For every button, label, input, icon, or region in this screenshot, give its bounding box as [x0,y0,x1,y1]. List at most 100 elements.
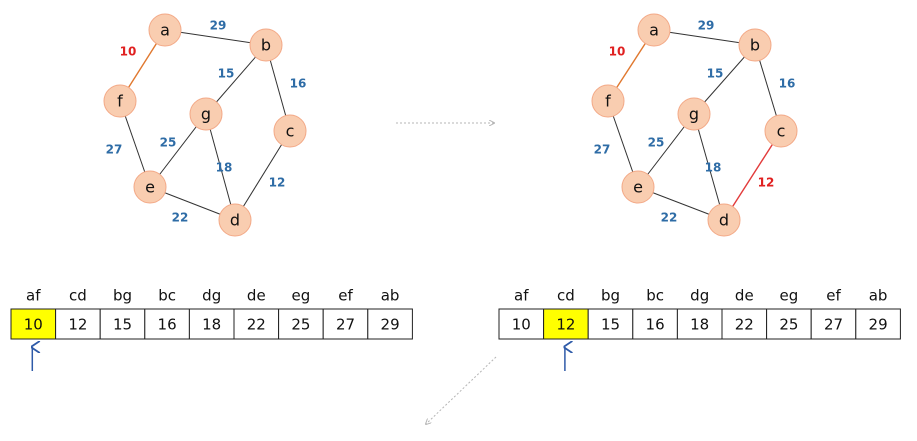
edge-ab [164,29,267,46]
graph-right: a b c d e f g 29 10 15 16 27 25 18 12 22 [591,13,798,237]
table-cell-value: 18 [690,316,709,334]
table-cell-value: 29 [381,316,400,334]
table-header-cell: dg [690,287,709,305]
table-cell-highlighted [10,308,57,340]
edge-weight-label: 16 [779,77,796,91]
table-cell-value: 15 [113,316,132,334]
table-header-cell: eg [780,287,799,305]
table-cell-value: 27 [824,316,843,334]
node-label: a [160,21,170,40]
edge-weight-label: 12 [758,176,775,190]
table-cell-value: 18 [202,316,221,334]
table-header-cell: af [26,287,41,305]
table-cell [721,308,768,340]
node-b [249,28,283,62]
node-a [637,13,671,47]
node-label: e [633,178,643,197]
table-cell-value: 10 [512,316,531,334]
edge-gd [693,113,725,221]
node-label: f [117,92,123,111]
edge-weight-label: 10 [120,45,137,59]
table-cell-value: 12 [68,316,87,334]
edge-weight-label: 15 [707,67,724,81]
table-cell-highlighted [543,308,589,340]
table-cell-value: 22 [247,316,266,334]
table-cell-value: 25 [291,316,310,334]
edge-weight-label: 27 [594,143,611,157]
edge-cd [723,130,782,221]
node-label: c [777,122,786,141]
table-cell [99,308,146,340]
node-e [621,170,655,204]
edge-weight-label: 25 [648,136,665,150]
table-header-cell: bc [646,287,664,305]
node-label: g [689,105,699,124]
edge-weight-label: 27 [106,143,123,157]
table-cell [144,308,190,340]
node-c [764,114,798,148]
table-cell-value: 16 [158,316,177,334]
table-header-cell: bg [601,287,620,305]
table-header-cell: af [514,287,529,305]
table-header-cell: ef [338,287,353,305]
node-label: b [750,36,760,55]
node-e [133,170,167,204]
table-cell [367,308,413,340]
table-cell-value: 12 [556,316,575,334]
table-header-cell: de [735,287,754,305]
table-header-cell: bc [158,287,176,305]
edge-weight-label: 22 [172,211,189,225]
edge-weight-label: 29 [210,19,227,33]
table-cell-value: 27 [336,316,355,334]
node-c [273,114,307,148]
table-header-cell: bg [113,287,132,305]
table-cell-value: 16 [646,316,665,334]
dashed-arrow-down-left [426,356,497,424]
node-label: e [145,178,155,197]
node-f [103,84,137,118]
edge-gd [205,113,236,221]
table-cell-value: 15 [601,316,620,334]
table-cell-value: 29 [869,316,888,334]
table-cell [587,308,634,340]
table-header-cell: dg [202,287,221,305]
node-label: b [261,36,271,55]
table-cell [188,308,235,340]
edge-weight-label: 22 [661,211,678,225]
node-g [189,97,223,131]
edge-weight-label: 29 [698,19,715,33]
table-header-cell: ab [381,287,400,305]
node-g [677,97,711,131]
node-b [738,28,772,62]
node-a [148,13,182,47]
edge-weight-label: 18 [216,161,233,175]
node-label: c [286,122,295,141]
table-cell-value: 22 [735,316,754,334]
table-header-cell: cd [557,287,575,305]
node-label: d [719,211,729,230]
edge-weight-label: 16 [290,77,307,91]
table-cell-value: 10 [24,316,43,334]
edge-ab [653,29,756,46]
table-header-cell: ab [869,287,888,305]
edge-weight-label: 10 [609,45,626,59]
node-d [218,203,252,237]
edge-weight-label: 15 [218,67,235,81]
table-header-cell: cd [69,287,87,305]
edge-weight-label: 18 [705,161,722,175]
node-f [591,84,625,118]
table-header-cell: ef [826,287,841,305]
table-cell [855,308,901,340]
node-label: d [230,211,240,230]
edge-cd [234,130,291,221]
node-label: f [605,92,611,111]
table-header-cell: de [247,287,266,305]
edge-weight-label: 25 [160,136,177,150]
node-label: a [649,21,659,40]
table-cell [676,308,723,340]
node-label: g [201,105,211,124]
